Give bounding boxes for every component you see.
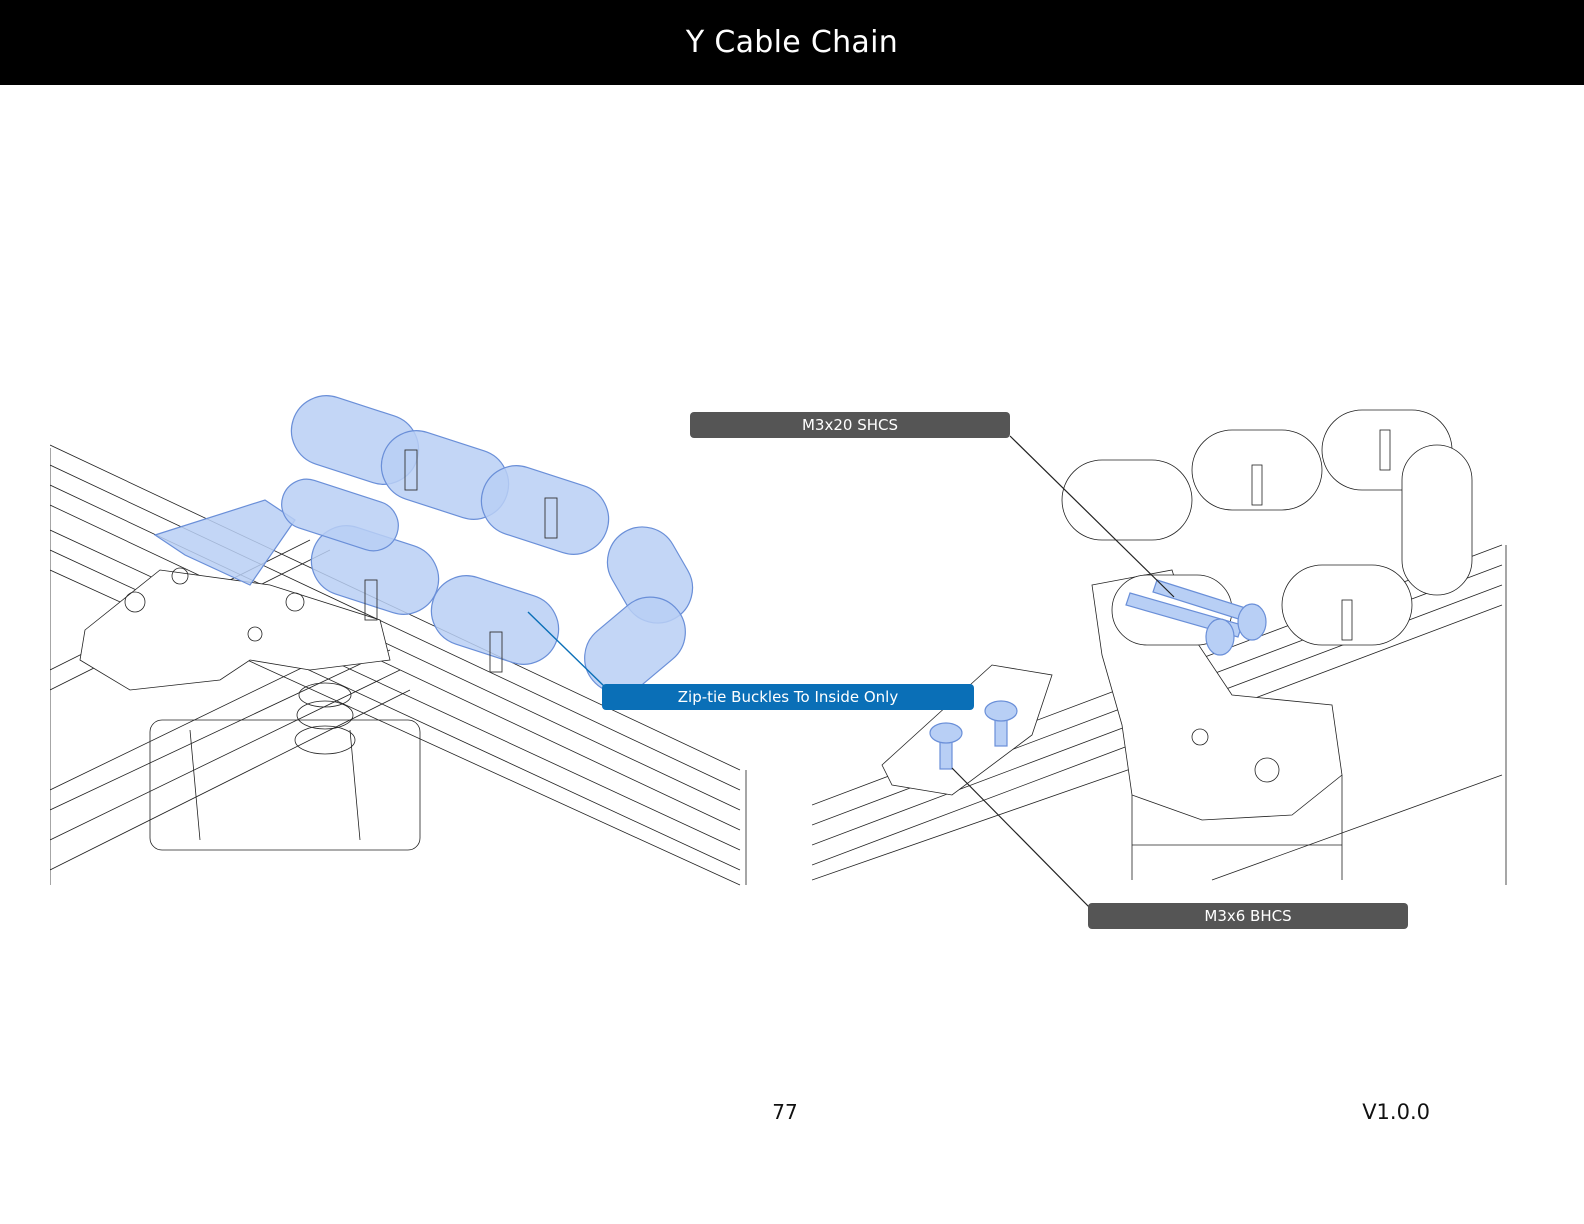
m3x6-screw-head	[984, 700, 1018, 722]
bolt-head	[247, 626, 263, 642]
callout-m3x6-bhcs: M3x6 BHCS	[1088, 903, 1408, 929]
chain-slot	[1341, 599, 1353, 641]
page-number: 77	[772, 1100, 798, 1124]
version-label: V1.0.0	[1362, 1100, 1430, 1124]
chain-link	[1281, 564, 1413, 646]
m3x20-screw-head	[1237, 603, 1267, 641]
motor-detail	[189, 729, 361, 841]
motor-body	[149, 719, 421, 851]
m3x20-screw-head	[1205, 618, 1235, 656]
mount-base	[881, 664, 1053, 796]
right-assembly-illustration	[812, 409, 1507, 885]
chain-link	[1401, 444, 1473, 596]
bolt-head	[1254, 757, 1280, 783]
extrusion-rail	[812, 764, 1503, 881]
bolt-head	[285, 592, 305, 612]
m3x6-screw-head	[929, 722, 963, 744]
bolt-head	[124, 591, 146, 613]
bracket-plate	[79, 569, 391, 691]
page-title: Y Cable Chain	[685, 25, 899, 60]
chain-slot	[544, 497, 558, 539]
pulley	[296, 700, 354, 730]
chain-link	[1061, 459, 1193, 541]
chain-slot	[364, 579, 378, 621]
callout-m3x20-shcs: M3x20 SHCS	[690, 412, 1010, 438]
bolt-head	[171, 567, 189, 585]
callout-ziptie-buckles: Zip-tie Buckles To Inside Only	[602, 684, 974, 710]
chain-link	[1191, 429, 1323, 511]
pulley	[294, 725, 356, 755]
chain-slot	[1251, 464, 1263, 506]
pulley	[298, 682, 352, 708]
chain-link	[584, 596, 686, 694]
extrusion-edge	[50, 448, 747, 885]
leader-m3x20	[1009, 435, 1175, 598]
chain-slot	[1379, 429, 1391, 471]
chain-slot	[404, 449, 418, 491]
leader-m3x6	[951, 767, 1093, 911]
bracket-foot	[1131, 775, 1343, 880]
leader-ziptie	[527, 611, 607, 689]
bolt-head	[1191, 728, 1209, 746]
chain-mount-plate	[153, 499, 296, 586]
chain-slot	[489, 631, 503, 673]
left-assembly-illustration	[50, 395, 747, 886]
page-header: Y Cable Chain	[0, 0, 1584, 85]
chain-link	[281, 478, 399, 552]
